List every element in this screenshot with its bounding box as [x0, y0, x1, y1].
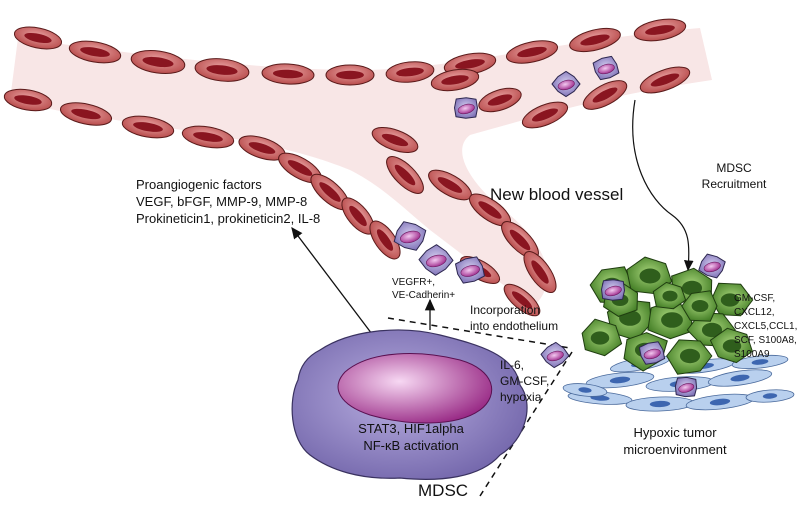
endothelial-cell	[633, 18, 687, 42]
recruitment-arrow	[632, 99, 694, 272]
mdsc-cell	[592, 55, 620, 81]
large-mdsc-cell	[291, 329, 528, 480]
endothelial-cell	[369, 220, 401, 260]
tumor-cell	[647, 299, 693, 340]
mdsc-cell	[454, 97, 478, 119]
endothelial-cell	[582, 80, 628, 110]
endothelial-cell	[68, 40, 122, 64]
endothelial-cell	[478, 87, 522, 113]
hypoxic-tumor-label: Hypoxic tumor microenvironment	[623, 425, 727, 457]
endothelial-cell	[130, 49, 186, 75]
endothelial-cell	[505, 40, 559, 64]
mdsc-recruitment-label: MDSC Recruitment	[701, 161, 767, 191]
endothelial-cell	[13, 26, 63, 50]
endothelial-cell	[59, 102, 113, 126]
blood-vessel-lumen	[10, 28, 712, 305]
endothelial-cell	[181, 125, 235, 149]
endothelial-cell	[639, 66, 691, 94]
tumor-cell	[681, 290, 718, 322]
endothelial-cell	[569, 27, 621, 53]
stromal-cell	[707, 369, 773, 387]
endothelial-cell	[121, 115, 175, 139]
endothelial-cells	[3, 18, 691, 317]
endothelial-cell	[386, 156, 424, 194]
endothelial-cell	[523, 251, 557, 293]
tumor-cell	[581, 318, 623, 357]
proangiogenic-factors-label: Proangiogenic factors VEGF, bFGF, MMP-9,…	[136, 177, 321, 226]
endothelial-cell	[194, 58, 250, 82]
endothelial-cell	[371, 127, 419, 153]
mdsc-cell	[418, 244, 454, 276]
mdsc-stimuli-label: IL-6, GM-CSF, hypoxia	[500, 358, 550, 404]
endothelial-cell	[443, 52, 497, 76]
tumor-cells	[581, 256, 754, 375]
endothelial-cell	[3, 88, 53, 112]
stromal-cell	[685, 393, 755, 411]
mdsc-cell	[601, 279, 625, 301]
endothelial-cell	[385, 61, 435, 83]
new-blood-vessel-label: New blood vessel	[490, 185, 624, 204]
endothelial-cell	[430, 68, 480, 92]
endothelial-cell	[325, 64, 375, 86]
tumor-cell	[709, 327, 753, 364]
mdsc-cell	[393, 221, 427, 251]
incorporation-label: Incorporation into endothelium	[470, 303, 559, 333]
dashed-separator-upper	[387, 317, 571, 349]
tumor-cell	[666, 339, 713, 375]
stromal-cell	[731, 354, 789, 370]
tumor-cell	[626, 256, 673, 295]
stromal-cell	[625, 396, 695, 412]
stromal-cell	[745, 389, 795, 403]
proangiogenic-arrow	[291, 226, 379, 343]
mdsc-cell	[638, 341, 666, 365]
mdsc-cell	[698, 253, 726, 279]
tumor-cell	[652, 281, 687, 310]
cytokines-label: GM-CSF, CXCL12, CXCL5,CCL1, SCF, S100A8,…	[734, 293, 798, 360]
stromal-cell	[562, 383, 608, 397]
small-mdsc-cells	[393, 55, 726, 398]
endothelial-cell	[503, 283, 541, 317]
endothelial-cell	[521, 101, 569, 129]
mdsc-cell	[551, 70, 581, 98]
vegfr-label: VEGFR+, VE-Cadherin+	[392, 277, 456, 301]
endothelial-cell	[261, 63, 315, 85]
stromal-cell	[585, 371, 655, 389]
activation-label: STAT3, HIF1alpha NF-κB activation	[358, 421, 464, 453]
mdsc-cell	[455, 256, 485, 284]
mdsc-label: MDSC	[418, 481, 469, 500]
mdsc-cell	[674, 376, 698, 398]
mdsc-cell	[540, 341, 570, 369]
